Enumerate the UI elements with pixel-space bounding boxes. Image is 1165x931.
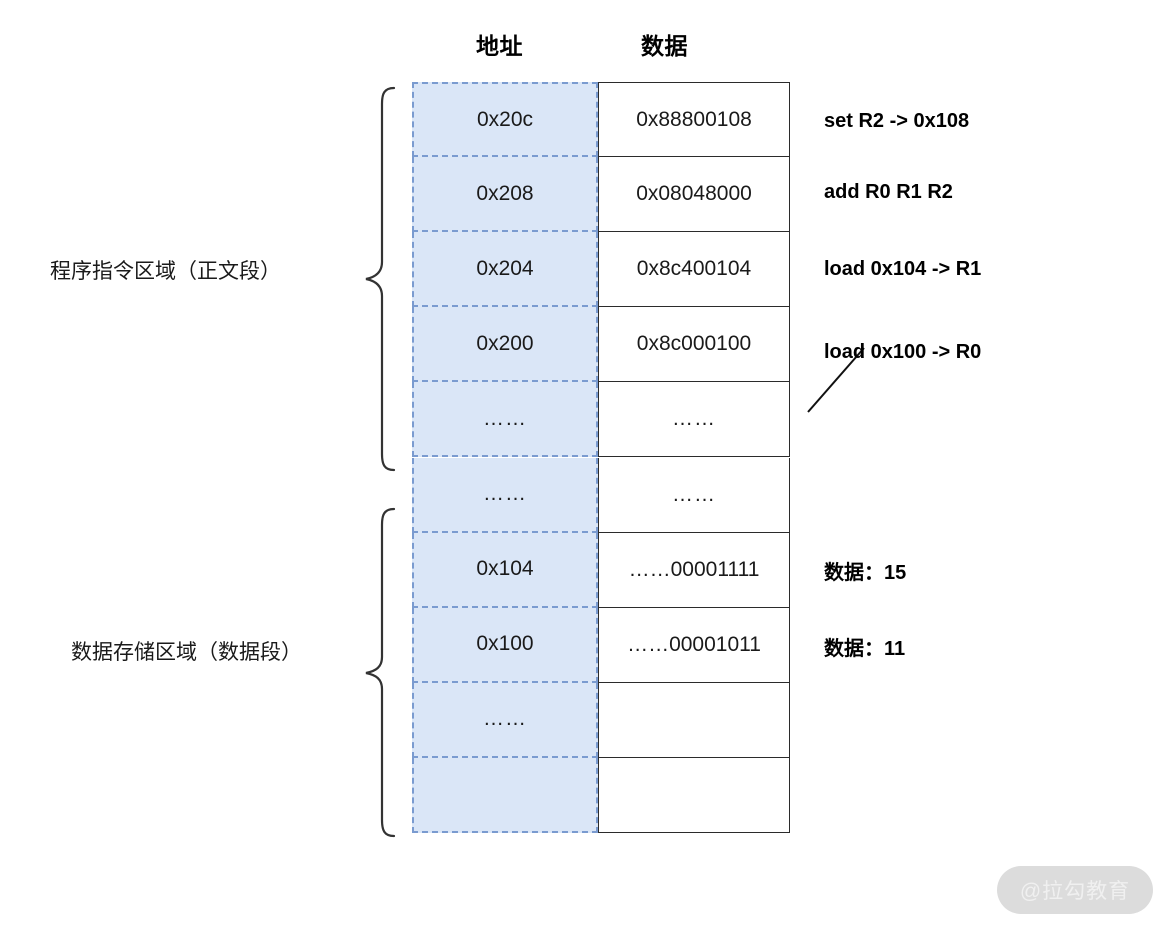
table-row: …… [412, 682, 790, 758]
annotation-data-11: 数据：11 [824, 638, 906, 660]
column-header-data: 数据 [641, 33, 688, 59]
data-cell: ……00001011 [598, 607, 790, 683]
address-cell: 0x200 [412, 307, 598, 383]
table-row: 0x208 0x08048000 [412, 157, 790, 233]
memory-table: 0x20c 0x88800108 0x208 0x08048000 0x204 … [412, 82, 790, 833]
address-cell [412, 757, 598, 833]
annotation-set-r2: set R2 -> 0x108 [824, 110, 970, 132]
annotation-load-0x104: load 0x104 -> R1 [824, 258, 982, 280]
annotation-data-15: 数据：15 [824, 562, 907, 584]
table-row: 0x204 0x8c400104 [412, 232, 790, 308]
data-cell: …… [598, 457, 790, 533]
data-cell: ……00001111 [598, 532, 790, 608]
table-row: …… …… [412, 382, 790, 458]
table-row: 0x20c 0x88800108 [412, 82, 790, 158]
address-cell: 0x100 [412, 607, 598, 683]
column-header-address: 地址 [476, 33, 523, 59]
address-cell: …… [412, 682, 598, 758]
data-cell: 0x8c400104 [598, 232, 790, 308]
brace-text-segment [360, 84, 400, 474]
data-cell: 0x08048000 [598, 157, 790, 233]
brace-data-segment [360, 505, 400, 840]
address-cell: 0x104 [412, 532, 598, 608]
data-cell: …… [598, 382, 790, 458]
annotation-load-0x100: load 0x100 -> R0 [824, 341, 982, 363]
address-cell: 0x20c [412, 82, 598, 158]
section-label-data-segment: 数据存储区域（数据段） [71, 641, 302, 664]
data-cell: 0x88800108 [598, 82, 790, 158]
table-row: 0x100 ……00001011 [412, 607, 790, 683]
data-cell [598, 757, 790, 833]
data-cell [598, 682, 790, 758]
address-cell: …… [412, 457, 598, 533]
table-row: 0x200 0x8c000100 [412, 307, 790, 383]
address-cell: 0x208 [412, 157, 598, 233]
table-row [412, 757, 790, 833]
address-cell: …… [412, 382, 598, 458]
section-label-text-segment: 程序指令区域（正文段） [50, 260, 281, 283]
table-row: …… …… [412, 457, 790, 533]
watermark: @拉勾教育 [997, 866, 1153, 914]
table-row: 0x104 ……00001111 [412, 532, 790, 608]
data-cell: 0x8c000100 [598, 307, 790, 383]
annotation-add-r0-r1-r2: add R0 R1 R2 [824, 181, 953, 203]
address-cell: 0x204 [412, 232, 598, 308]
